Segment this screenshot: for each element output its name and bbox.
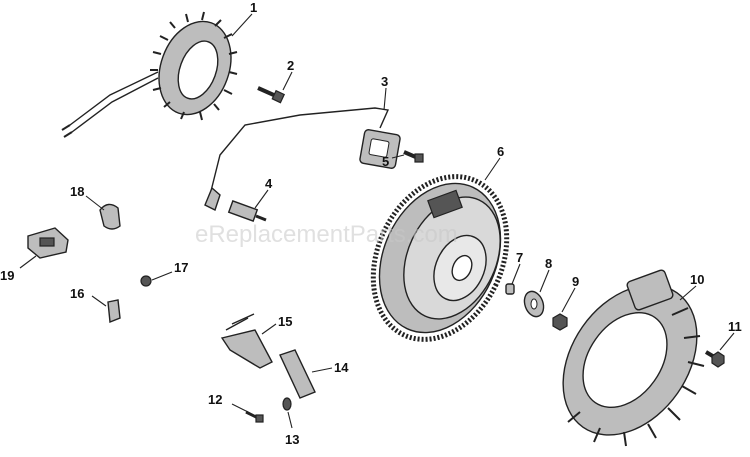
part-12-screw[interactable]	[245, 410, 264, 423]
part-6-flywheel[interactable]	[348, 155, 532, 361]
callout-9[interactable]: 9	[572, 274, 579, 289]
callout-5[interactable]: 5	[382, 154, 389, 169]
part-4-spark-plug[interactable]	[227, 200, 267, 222]
callout-14[interactable]: 14	[334, 360, 349, 375]
part-8-washer[interactable]	[521, 289, 547, 320]
callout-17[interactable]: 17	[174, 260, 188, 275]
part-10-fan[interactable]	[535, 260, 724, 457]
part-2-screw[interactable]	[257, 86, 286, 104]
part-3-ignition-module[interactable]	[204, 107, 401, 211]
callout-13[interactable]: 13	[285, 432, 299, 447]
part-9-nut[interactable]	[552, 313, 568, 331]
callout-12[interactable]: 12	[208, 392, 222, 407]
part-11-screw[interactable]	[704, 350, 725, 368]
callout-18[interactable]: 18	[70, 184, 84, 199]
part-1-stator[interactable]	[61, 11, 243, 138]
callout-6[interactable]: 6	[497, 144, 504, 159]
callout-16[interactable]: 16	[70, 286, 84, 301]
callout-15[interactable]: 15	[278, 314, 292, 329]
part-16-clip[interactable]	[107, 299, 121, 323]
callout-1[interactable]: 1	[250, 0, 257, 15]
callout-3[interactable]: 3	[381, 74, 388, 89]
part-13-washer[interactable]	[282, 397, 292, 411]
part-7-key[interactable]	[505, 283, 515, 295]
callout-11[interactable]: 11	[728, 319, 742, 334]
part-17-nut[interactable]	[140, 275, 152, 287]
callout-4[interactable]: 4	[265, 176, 273, 191]
leader-lines	[19, 13, 735, 429]
callout-10[interactable]: 10	[690, 272, 704, 287]
callout-8[interactable]: 8	[545, 256, 552, 271]
part-19-rectifier[interactable]	[27, 227, 69, 259]
part-15-brake[interactable]	[220, 313, 273, 369]
part-5-screw[interactable]	[403, 150, 424, 163]
callout-19[interactable]: 19	[0, 268, 14, 283]
callout-7[interactable]: 7	[516, 250, 523, 265]
watermark-text: eReplacementParts.com	[195, 221, 458, 248]
part-18-clamp[interactable]	[99, 203, 121, 230]
callout-2[interactable]: 2	[287, 58, 294, 73]
part-14-bracket[interactable]	[279, 349, 316, 399]
